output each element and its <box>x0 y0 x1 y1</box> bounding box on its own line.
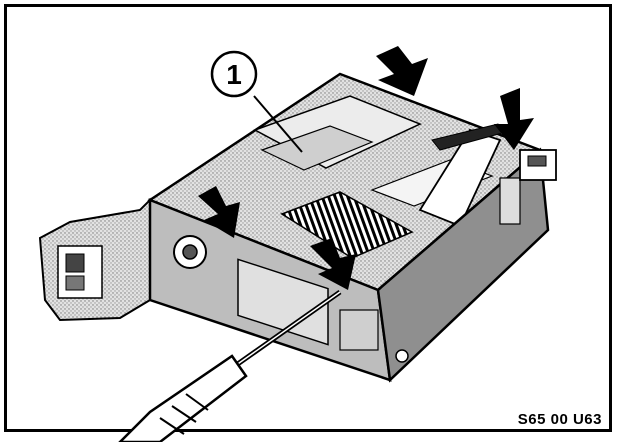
callout-1-label: 1 <box>226 59 242 90</box>
push-down-arrow-icon <box>494 88 534 150</box>
radio-faceplate <box>38 197 151 322</box>
push-down-arrow-icon <box>198 186 240 238</box>
callout-1: 1 <box>210 50 303 153</box>
push-down-arrow-icon <box>376 46 428 96</box>
figure-code: S65 00 U63 <box>517 411 602 428</box>
push-down-arrow-icon <box>310 238 356 290</box>
radio-unit-sides <box>148 147 557 383</box>
screwdriver-icon <box>118 289 342 442</box>
